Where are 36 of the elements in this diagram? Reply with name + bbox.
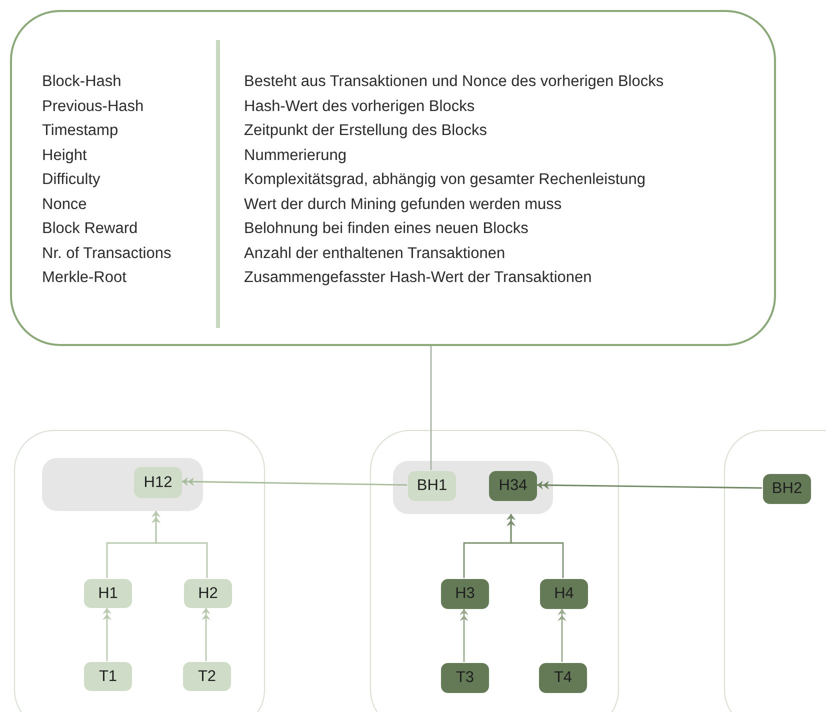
block-header-card: [10, 10, 776, 346]
field-description: Besteht aus Transaktionen und Nonce des vorherigen Blocks: [244, 72, 664, 92]
field-name: Height: [42, 146, 88, 166]
field-name: Timestamp: [42, 121, 120, 141]
field-description: Hash-Wert des vorherigen Blocks: [244, 96, 476, 116]
field-name: Difficulty: [42, 170, 102, 190]
hash-box: T1: [84, 662, 132, 691]
hash-box: BH2: [763, 474, 811, 504]
hash-box: H3: [441, 579, 489, 609]
field-description: Belohnung bei finden eines neuen Blocks: [244, 219, 530, 239]
hash-box: H34: [489, 471, 537, 501]
hash-box: T3: [441, 663, 489, 693]
connector-line: [430, 346, 432, 470]
hash-box: BH1: [408, 471, 456, 501]
header-band: [42, 458, 203, 511]
field-name: Merkle-Root: [42, 268, 128, 288]
field-description: Komplexitätsgrad, abhängig von gesamter Rechenleistung: [244, 170, 647, 190]
block-container: [14, 430, 265, 712]
field-name: Previous-Hash: [42, 96, 145, 116]
hash-box: H4: [540, 579, 588, 609]
block-container: [370, 430, 619, 712]
hash-box: H2: [184, 579, 232, 608]
field-name: Nonce: [42, 194, 88, 214]
hash-box: H12: [134, 467, 182, 498]
field-description: Zusammengefasster Hash-Wert der Transaktionen: [244, 268, 593, 288]
hash-box: H1: [84, 579, 132, 608]
field-name: Nr. of Transactions: [42, 244, 172, 264]
field-name: Block-Hash: [42, 72, 122, 92]
hash-box: T2: [183, 662, 231, 691]
field-description: Wert der durch Mining gefunden werden muss: [244, 194, 563, 214]
field-description: Anzahl der enthaltenen Transaktionen: [244, 244, 506, 264]
field-description: Nummerierung: [244, 146, 348, 166]
hash-box: T4: [539, 663, 587, 693]
header-band: [393, 461, 553, 514]
field-name: Block Reward: [42, 219, 139, 239]
field-description: Zeitpunkt der Erstellung des Blocks: [244, 121, 488, 141]
